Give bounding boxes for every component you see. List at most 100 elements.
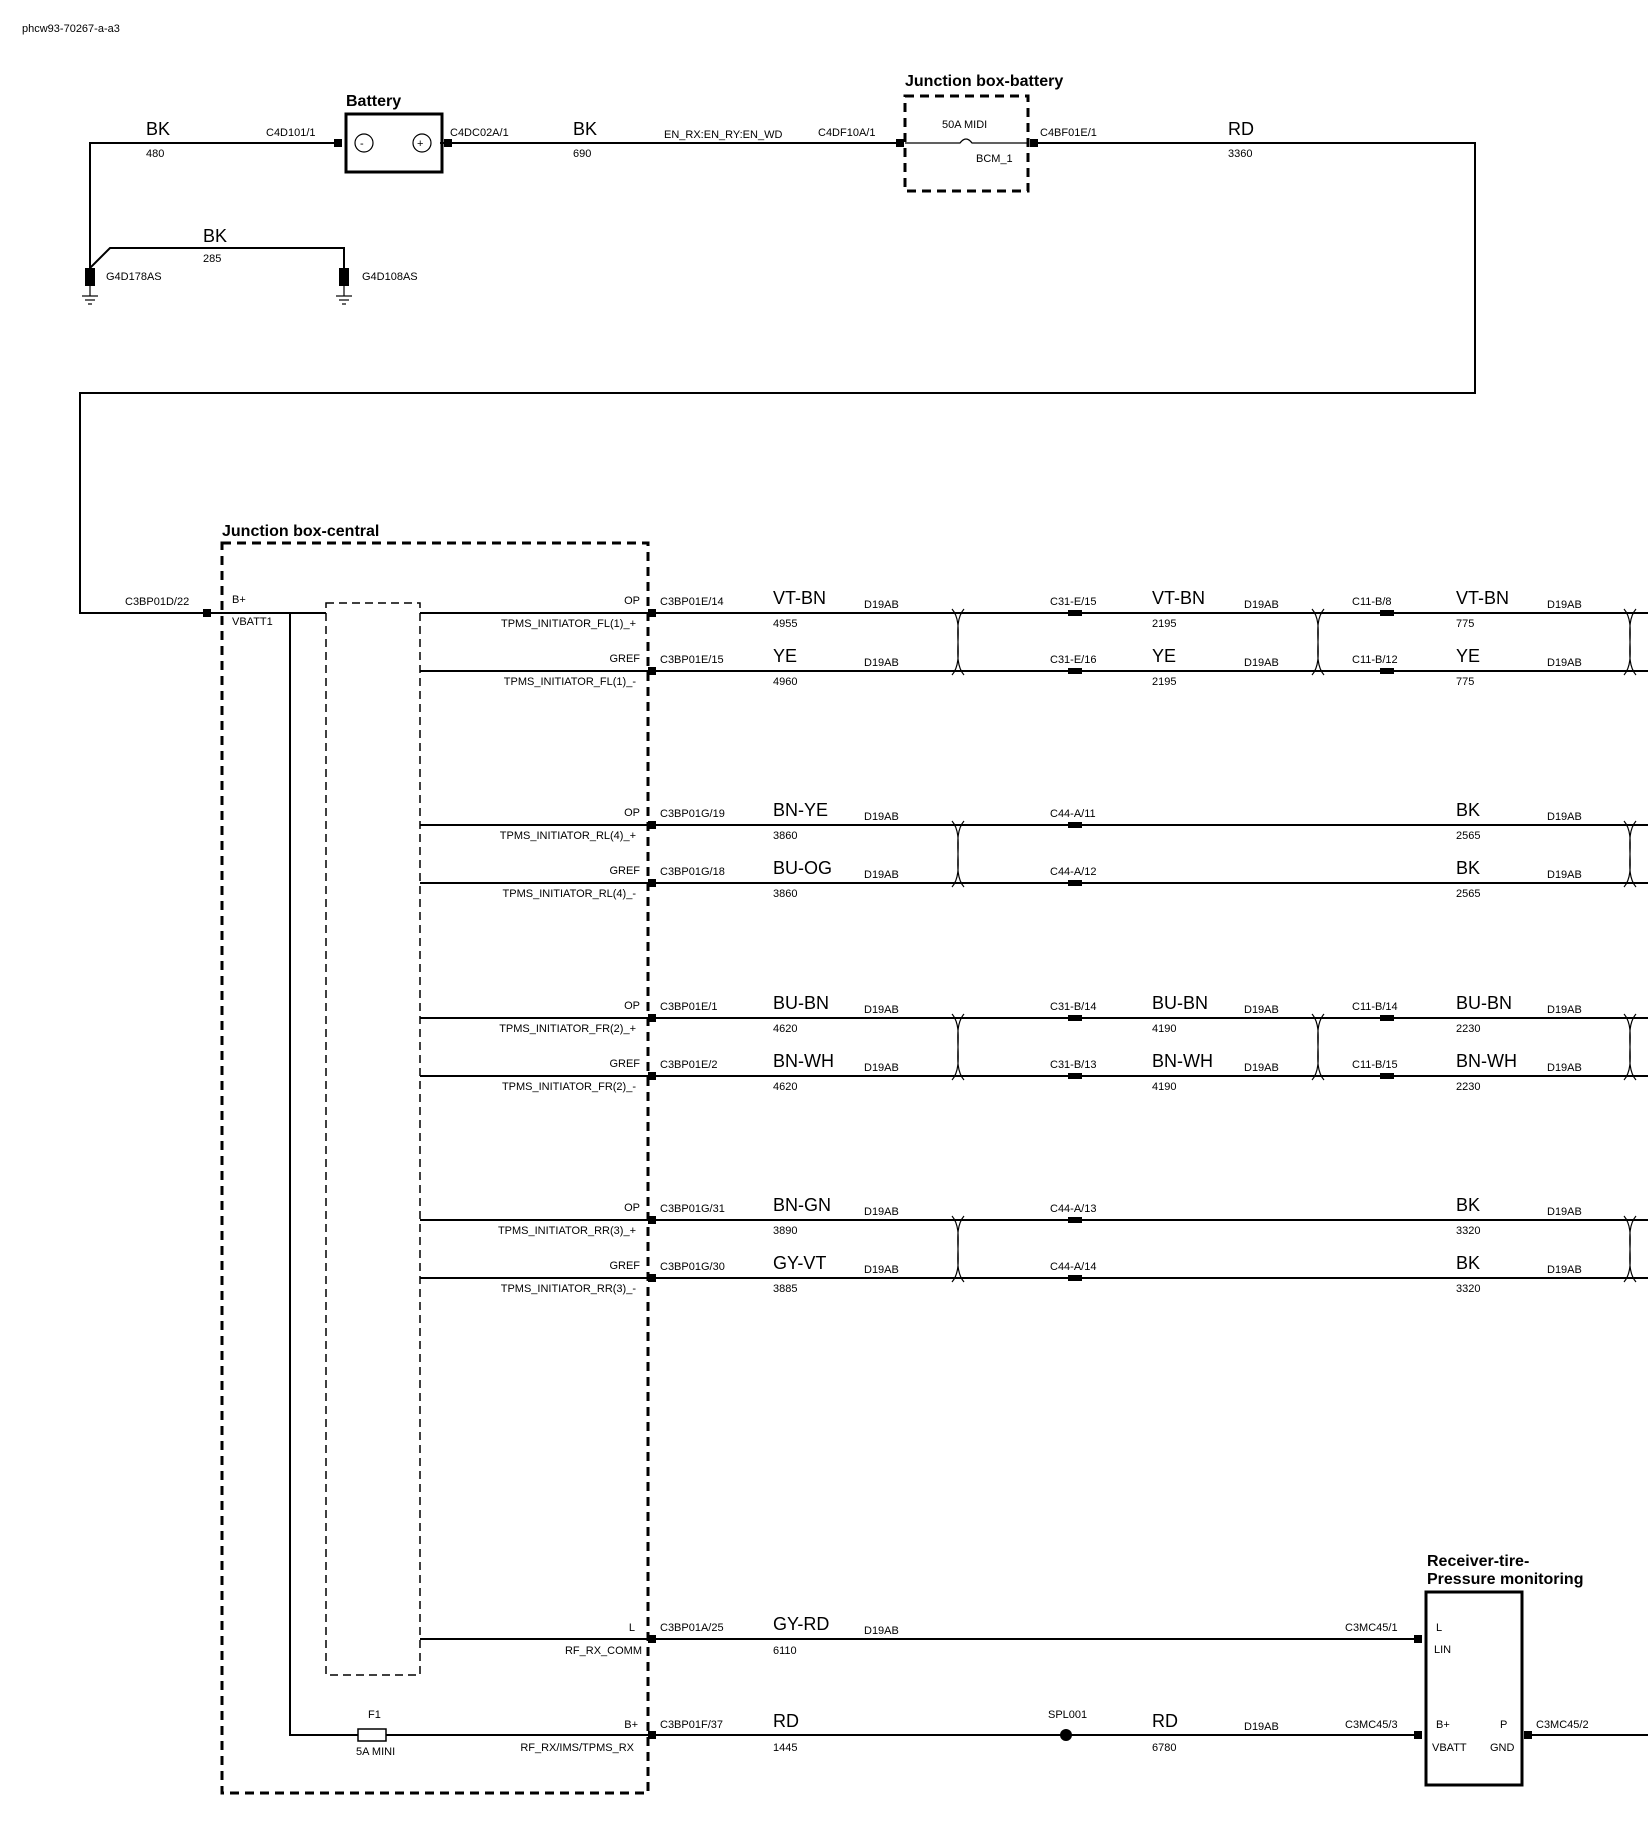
connector-label: C31-B/14 <box>1050 1001 1096 1013</box>
pin-label: OP <box>624 1202 640 1214</box>
wire-length: 3885 <box>773 1283 797 1295</box>
twisted-pair-symbol <box>1623 820 1637 888</box>
fuse-name: F1 <box>368 1709 381 1721</box>
connector-label: C4DF10A/1 <box>818 127 875 139</box>
harness-label: D19AB <box>1547 657 1582 669</box>
document-id: phcw93-70267-a-a3 <box>22 23 120 35</box>
connector-label: C3BP01E/1 <box>660 1001 717 1013</box>
connector-pin <box>203 609 211 617</box>
wire-length: 775 <box>1456 618 1474 630</box>
connector-pin <box>648 1216 656 1224</box>
ground-label: G4D178AS <box>106 271 162 283</box>
connector-label: C31-E/16 <box>1050 654 1096 666</box>
wire-length: 4955 <box>773 618 797 630</box>
connector-pin <box>648 667 656 675</box>
connector-pin <box>1068 1217 1082 1223</box>
wire-length: 2230 <box>1456 1081 1480 1093</box>
signal-name: TPMS_INITIATOR_RL(4)_+ <box>500 830 636 842</box>
ground-symbol <box>336 268 352 305</box>
wire-color: BN-WH <box>1456 1051 1517 1071</box>
fuse-symbol <box>905 138 1028 144</box>
harness-label: D19AB <box>864 1264 899 1276</box>
connector-label: C44-A/11 <box>1050 808 1096 820</box>
connector-label: C3BP01A/25 <box>660 1622 724 1634</box>
signal-name: TPMS_INITIATOR_FL(1)_+ <box>501 618 636 630</box>
battery-positive-terminal <box>412 133 432 153</box>
wire-length: 2195 <box>1152 618 1176 630</box>
connector-pin <box>896 139 904 147</box>
signal-name: TPMS_INITIATOR_FR(2)_- <box>502 1081 636 1093</box>
twisted-pair-symbol <box>951 820 965 888</box>
pin-label: GREF <box>609 1058 640 1070</box>
wire-color: BK <box>203 226 227 246</box>
connector-label: C3MC45/1 <box>1345 1622 1398 1634</box>
wire-color: BN-WH <box>773 1051 834 1071</box>
wire-length: 2195 <box>1152 676 1176 688</box>
wire-color: GY-VT <box>773 1253 826 1273</box>
wire-color: YE <box>1152 646 1176 666</box>
ground-symbol <box>82 268 98 305</box>
connector-label: C11-B/12 <box>1352 654 1398 666</box>
connector-pin <box>648 609 656 617</box>
connector-pin <box>1068 1015 1082 1021</box>
signal-name: RF_RX/IMS/TPMS_RX <box>520 1742 634 1754</box>
twisted-pair-symbol <box>1311 608 1325 676</box>
pin-label: OP <box>624 595 640 607</box>
signal-name: TPMS_INITIATOR_FL(1)_- <box>504 676 637 688</box>
wire-length: 3860 <box>773 888 797 900</box>
pin-label: P <box>1500 1719 1507 1731</box>
wire-color: VT-BN <box>1456 588 1509 608</box>
wire-length: 6110 <box>773 1645 797 1657</box>
connector-pin <box>648 821 656 829</box>
harness-label: D19AB <box>864 1062 899 1074</box>
wire-length: 4190 <box>1152 1023 1176 1035</box>
wire-length: 690 <box>573 148 591 160</box>
wire-color: VT-BN <box>773 588 826 608</box>
wire-length: 3890 <box>773 1225 797 1237</box>
harness-label: D19AB <box>864 1625 899 1637</box>
wire-color: BN-GN <box>773 1195 831 1215</box>
wire-color: BN-WH <box>1152 1051 1213 1071</box>
harness-label: D19AB <box>1244 1721 1279 1733</box>
connector-pin <box>1068 1073 1082 1079</box>
fuse-f1-symbol <box>357 1728 387 1742</box>
svg-text:+: + <box>417 138 423 150</box>
connector-label: C44-A/12 <box>1050 866 1096 878</box>
wire-color: BK <box>1456 1253 1480 1273</box>
pin-label: OP <box>624 807 640 819</box>
junction-box-central <box>220 541 650 1795</box>
connector-pin <box>1380 1073 1394 1079</box>
connector-label: C3BP01G/18 <box>660 866 725 878</box>
signal-name: TPMS_INITIATOR_FR(2)_+ <box>499 1023 636 1035</box>
wire-length: 3360 <box>1228 148 1252 160</box>
harness-label: D19AB <box>1244 657 1279 669</box>
fuse-rating: 5A MINI <box>356 1746 395 1758</box>
twisted-pair-symbol <box>951 608 965 676</box>
wire-color: BK <box>1456 800 1480 820</box>
receiver-title-line1: Receiver-tire- <box>1427 1553 1529 1570</box>
connector-pin <box>648 1274 656 1282</box>
connector-pin <box>1524 1731 1532 1739</box>
connector-label: C3BP01G/19 <box>660 808 725 820</box>
connector-pin <box>648 879 656 887</box>
connector-pin <box>1380 1015 1394 1021</box>
connector-label: C3BP01E/14 <box>660 596 724 608</box>
wire-length: 480 <box>146 148 164 160</box>
pin-name: VBATT <box>1432 1742 1467 1754</box>
wire-color: BK <box>1456 858 1480 878</box>
connector-pin <box>1068 822 1082 828</box>
wire-color: GY-RD <box>773 1614 829 1634</box>
connector-pin <box>1380 610 1394 616</box>
power-row: B+ RF_RX/IMS/TPMS_RX C3BP01F/37 RD 1445 … <box>520 1709 1422 1754</box>
connector-label: C44-A/13 <box>1050 1203 1096 1215</box>
wire-length: 4620 <box>773 1081 797 1093</box>
connector-pin <box>1068 668 1082 674</box>
harness-label: D19AB <box>1547 1004 1582 1016</box>
connector-label: C3BP01E/15 <box>660 654 724 666</box>
harness-label: D19AB <box>1547 1062 1582 1074</box>
connector-pin <box>1414 1731 1422 1739</box>
junction-box-central-title: Junction box-central <box>222 523 379 540</box>
harness-label: D19AB <box>864 869 899 881</box>
harness-label: D19AB <box>1547 869 1582 881</box>
connector-pin <box>1380 668 1394 674</box>
